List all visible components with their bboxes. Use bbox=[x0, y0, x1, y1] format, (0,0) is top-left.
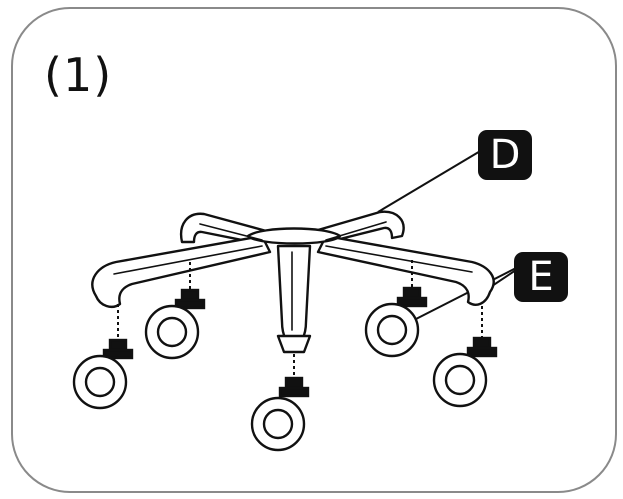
caster-back-right bbox=[364, 286, 428, 358]
leader-line-d bbox=[377, 149, 483, 213]
caster-front-right bbox=[432, 336, 498, 408]
stem-guides bbox=[117, 260, 483, 378]
casters bbox=[72, 286, 498, 452]
leader-line-e-1 bbox=[413, 267, 517, 321]
step-number: (1) bbox=[44, 48, 113, 102]
chair-base bbox=[91, 210, 495, 354]
callout-e-label: E bbox=[514, 252, 568, 302]
callout-d-label: D bbox=[478, 130, 532, 180]
caster-front-left bbox=[72, 338, 134, 410]
caster-front-center bbox=[250, 376, 310, 452]
caster-back-left bbox=[144, 288, 206, 360]
